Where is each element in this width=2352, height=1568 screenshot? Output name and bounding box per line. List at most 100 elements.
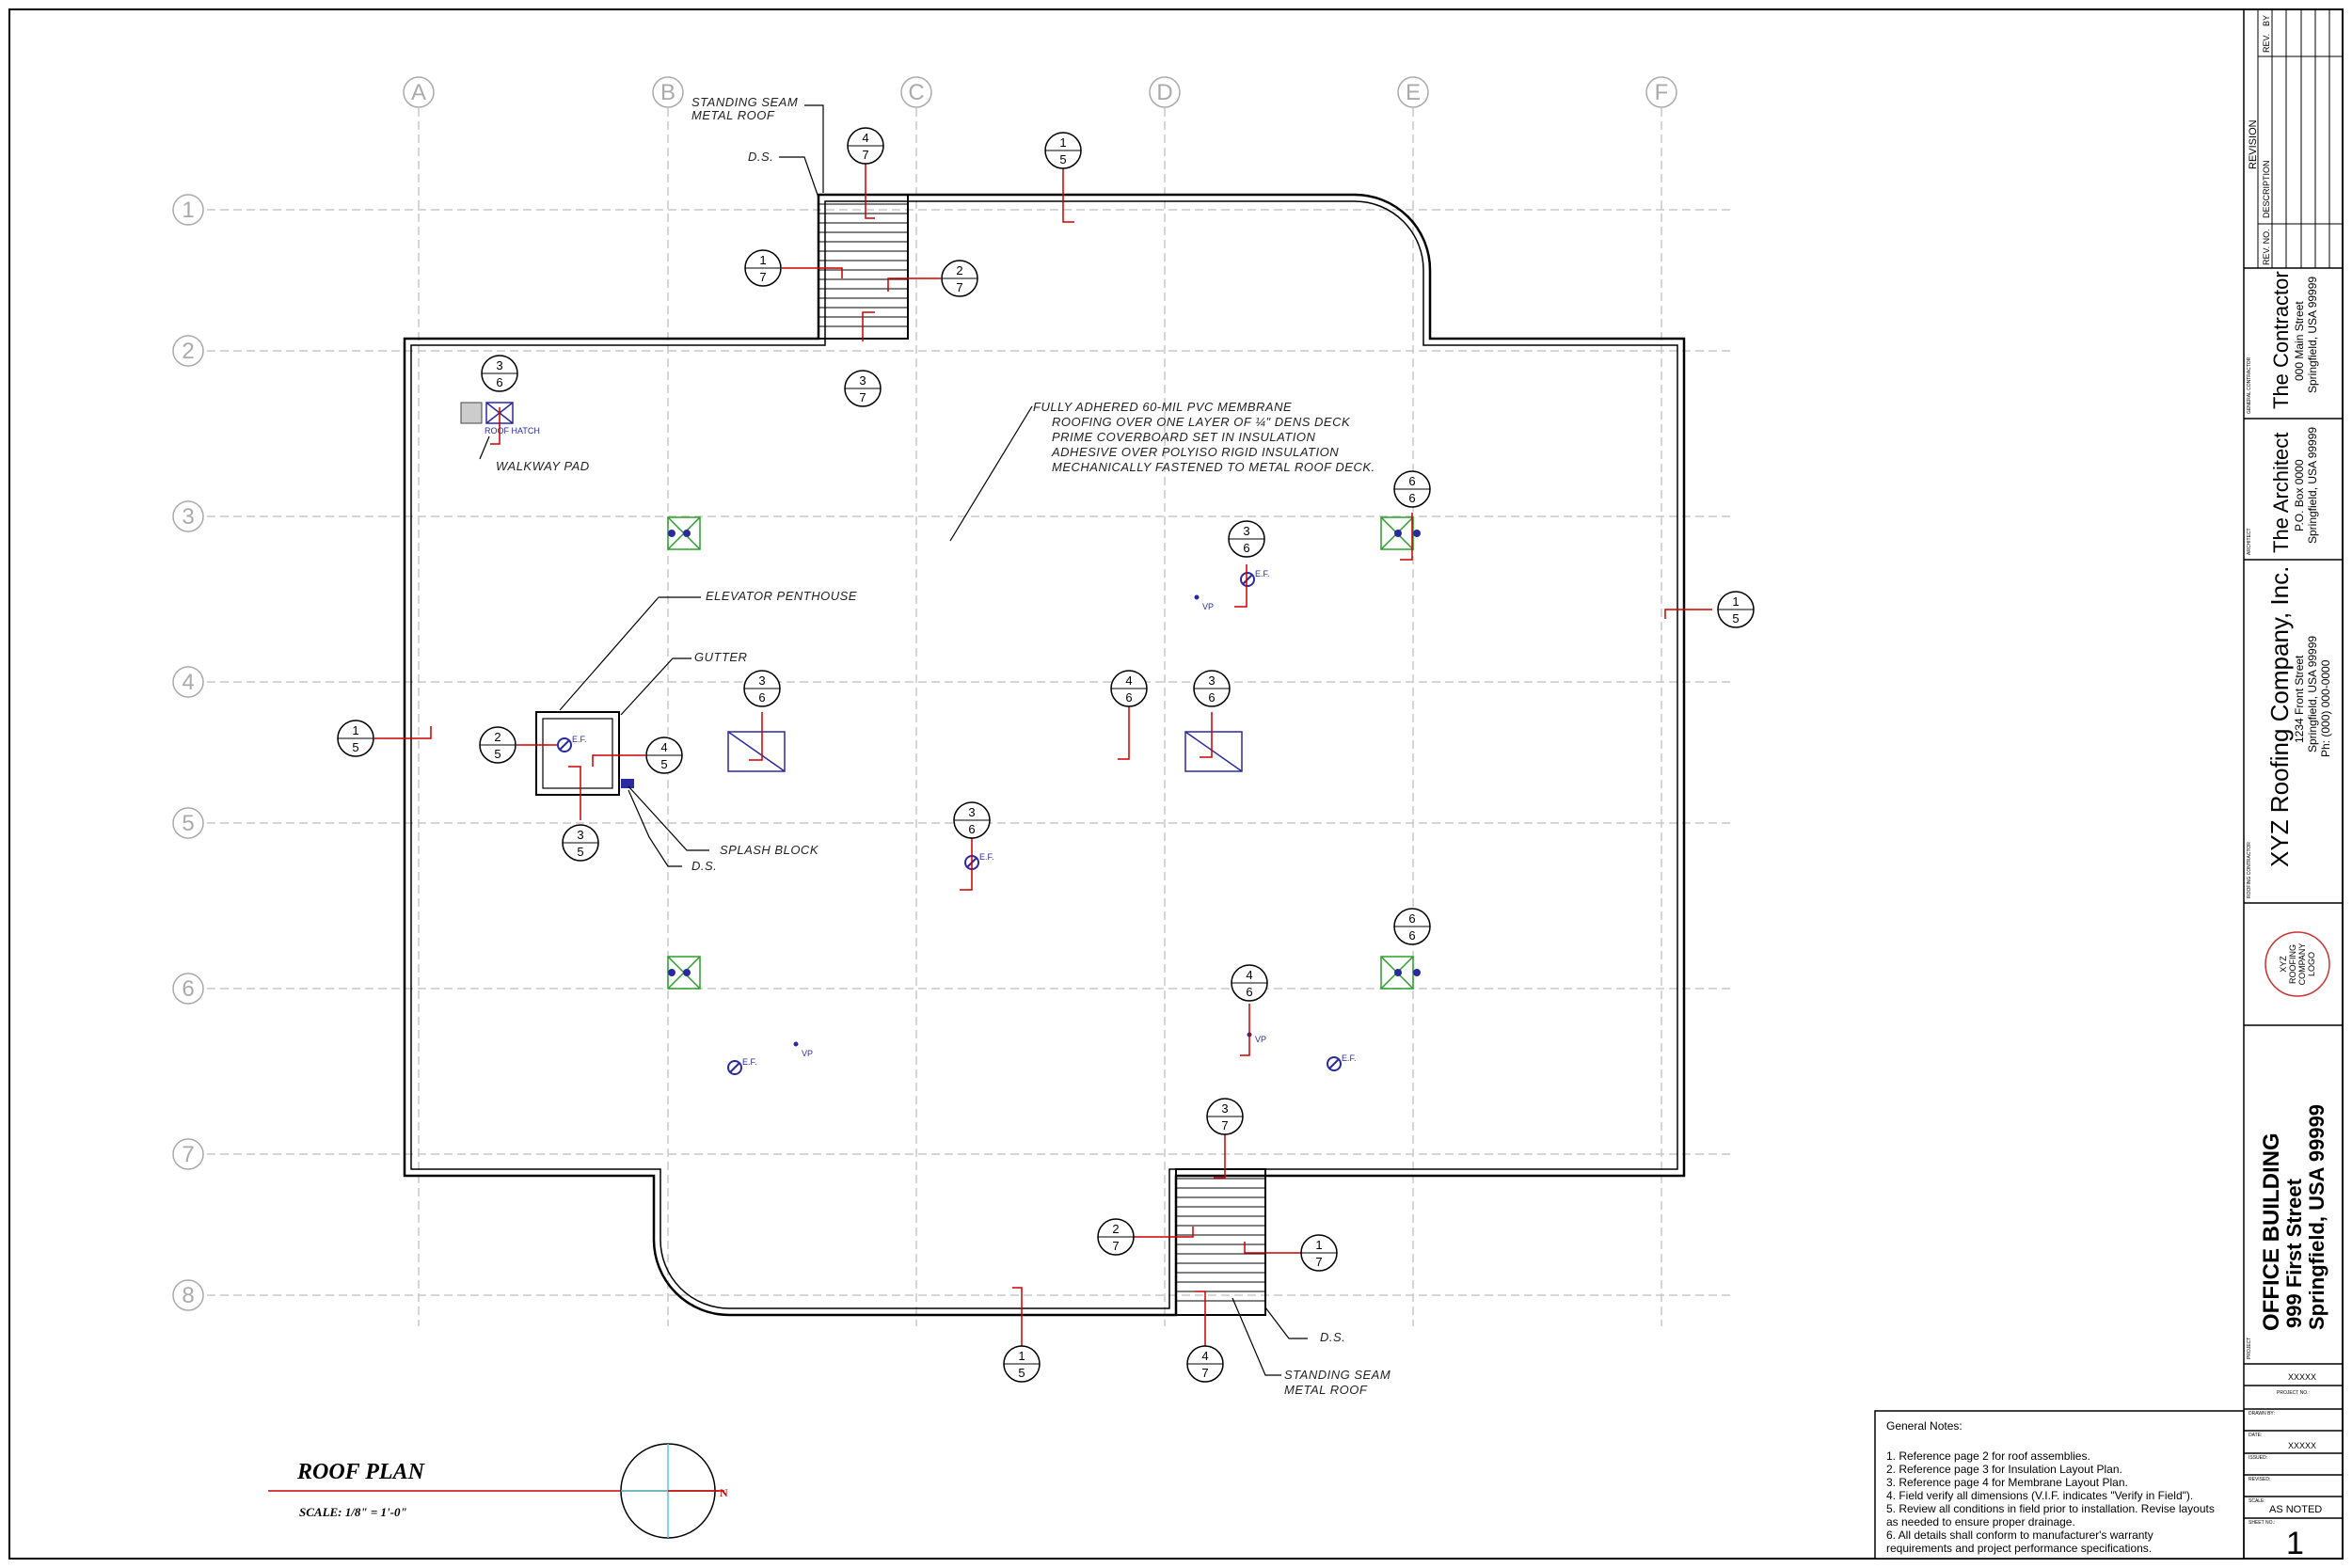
detail-tag-number: 4 bbox=[862, 131, 868, 145]
logo-line-1: XYZ bbox=[2279, 956, 2288, 973]
detail-tag-sheet: 5 bbox=[1059, 152, 1066, 166]
general-notes-line-2: 2. Reference page 3 for Insulation Layou… bbox=[1886, 1463, 2122, 1476]
description-heading: DESCRIPTION bbox=[2262, 160, 2271, 218]
sheet-border bbox=[8, 8, 2344, 1560]
architect-name: The Architect bbox=[2269, 433, 2293, 553]
annotation-leaders bbox=[479, 104, 1308, 1376]
grid-row-3: 3 bbox=[182, 504, 194, 530]
detail-tag: 47 bbox=[1186, 1345, 1224, 1383]
title-block-frame bbox=[2243, 9, 2343, 1559]
project-address-2: Springfield, USA 99999 bbox=[2305, 1104, 2328, 1330]
general-notes-line-6: as needed to ensure proper drainage. bbox=[1886, 1515, 2075, 1528]
vp-label-3: VP bbox=[1255, 1035, 1266, 1044]
detail-tag-sheet: 7 bbox=[1201, 1366, 1208, 1380]
roof-outline bbox=[403, 193, 1686, 1317]
detail-tag-sheet: 7 bbox=[859, 390, 866, 404]
grid-row-4: 4 bbox=[182, 670, 194, 695]
grid-lines bbox=[207, 108, 1731, 1326]
drawn-by-label: DRAWN BY: bbox=[2249, 1411, 2275, 1417]
issued-label: ISSUED: bbox=[2249, 1455, 2267, 1461]
detail-tag-sheet: 5 bbox=[494, 747, 501, 761]
splash-block-icon bbox=[621, 779, 634, 788]
grid-row-1: 1 bbox=[182, 198, 194, 223]
project-address-1: 999 First Street bbox=[2282, 1178, 2306, 1328]
detail-tag-number: 3 bbox=[1221, 1101, 1228, 1116]
project-no-label: PROJECT NO.: bbox=[2277, 1390, 2310, 1396]
ds-middle: D.S. bbox=[691, 859, 717, 873]
detail-leaders bbox=[374, 160, 1712, 1347]
detail-tag-number: 2 bbox=[1112, 1222, 1119, 1236]
detail-tag-number: 3 bbox=[859, 373, 866, 388]
north-arrow bbox=[620, 1443, 720, 1539]
project-no: XXXXX bbox=[2288, 1372, 2316, 1382]
detail-tag-number: 4 bbox=[660, 740, 667, 754]
vp-label-2: VP bbox=[802, 1049, 813, 1058]
detail-tag-number: 1 bbox=[1732, 594, 1739, 609]
company-phone: Ph: (000) 000-0000 bbox=[2319, 659, 2332, 757]
elevator-penthouse bbox=[535, 711, 620, 796]
general-notes-line-8: requirements and project performance spe… bbox=[1886, 1542, 2152, 1555]
detail-tag-number: 4 bbox=[1246, 968, 1252, 982]
grid-row-8: 8 bbox=[182, 1283, 194, 1308]
architect-label: ARCHITECT bbox=[2247, 528, 2252, 555]
date-value: XXXXX bbox=[2288, 1441, 2316, 1450]
grid-row-5: 5 bbox=[182, 811, 194, 836]
detail-tag: 25 bbox=[479, 726, 516, 764]
vent-pipes bbox=[793, 594, 1252, 1047]
vp-label-1: VP bbox=[1202, 602, 1214, 611]
grid-col-b: B bbox=[660, 80, 675, 105]
membrane-note-line3: PRIME COVERBOARD SET IN INSULATION bbox=[1052, 430, 1316, 444]
detail-tag: 47 bbox=[847, 127, 884, 165]
detail-tag: 36 bbox=[481, 355, 518, 392]
detail-tag: 66 bbox=[1393, 908, 1431, 945]
company-logo-circle bbox=[2265, 931, 2330, 997]
detail-tag: 15 bbox=[1003, 1345, 1041, 1383]
detail-tag-number: 2 bbox=[956, 263, 962, 277]
company-address-1: 1234 Front Street bbox=[2293, 655, 2306, 743]
membrane-note-line2: ROOFING OVER ONE LAYER OF ¼" DENS DECK bbox=[1052, 415, 1351, 429]
detail-tag: 15 bbox=[337, 720, 374, 757]
contractor-name: The Contractor bbox=[2269, 271, 2293, 409]
detail-tag: 17 bbox=[1300, 1234, 1338, 1272]
contractor-address-2: Springfield, USA 99999 bbox=[2306, 277, 2319, 393]
company-name: XYZ Roofing Company, Inc. bbox=[2265, 566, 2294, 867]
revised-label: REVISED: bbox=[2249, 1477, 2270, 1482]
logo-line-4: LOGO bbox=[2307, 952, 2316, 976]
grid-bubbles bbox=[172, 76, 1677, 1311]
rev-no-heading: REV. NO. bbox=[2262, 229, 2271, 265]
detail-tag-number: 1 bbox=[1018, 1349, 1025, 1363]
detail-tag-sheet: 7 bbox=[759, 270, 766, 284]
general-notes-line-1: 1. Reference page 2 for roof assemblies. bbox=[1886, 1449, 2090, 1463]
standing-seam-roof-bottom bbox=[1175, 1168, 1266, 1316]
detail-tag-sheet: 6 bbox=[758, 690, 765, 705]
detail-tag-sheet: 5 bbox=[1018, 1366, 1025, 1380]
project-label: PROJECT bbox=[2247, 1338, 2252, 1359]
roofing-contractor-label: ROOFING CONTRACTOR bbox=[2247, 842, 2252, 898]
detail-tag: 36 bbox=[743, 670, 781, 707]
ds-bottom: D.S. bbox=[1320, 1330, 1345, 1344]
grid-col-a: A bbox=[411, 80, 426, 105]
project-name: OFFICE BUILDING bbox=[2259, 1132, 2284, 1331]
detail-tag-number: 3 bbox=[758, 673, 765, 688]
detail-tag-sheet: 6 bbox=[1125, 690, 1132, 705]
detail-tag-number: 4 bbox=[1125, 673, 1132, 688]
ef-label-2: E.F. bbox=[1255, 569, 1270, 578]
drain-dots bbox=[668, 530, 1421, 976]
detail-tag: 37 bbox=[844, 370, 882, 407]
grid-col-e: E bbox=[1406, 80, 1421, 105]
detail-tag-number: 1 bbox=[1059, 135, 1066, 150]
architect-address-2: Springfield, USA 99999 bbox=[2306, 427, 2319, 544]
detail-tag: 27 bbox=[941, 260, 978, 297]
detail-tag-number: 4 bbox=[1201, 1349, 1208, 1363]
revision-table bbox=[2257, 9, 2343, 268]
walkway-pad-label: WALKWAY PAD bbox=[496, 459, 590, 473]
detail-tag-sheet: 5 bbox=[1732, 611, 1739, 626]
general-notes-line-5: 5. Review all conditions in field prior … bbox=[1886, 1502, 2215, 1515]
detail-tag-number: 3 bbox=[496, 358, 502, 372]
general-notes-box bbox=[1874, 1410, 2245, 1560]
detail-tag-sheet: 5 bbox=[577, 845, 583, 859]
detail-tag: 45 bbox=[645, 736, 683, 774]
ef-label-4: E.F. bbox=[742, 1057, 757, 1067]
detail-tag: 46 bbox=[1110, 670, 1148, 707]
detail-tag-sheet: 7 bbox=[1221, 1118, 1228, 1132]
